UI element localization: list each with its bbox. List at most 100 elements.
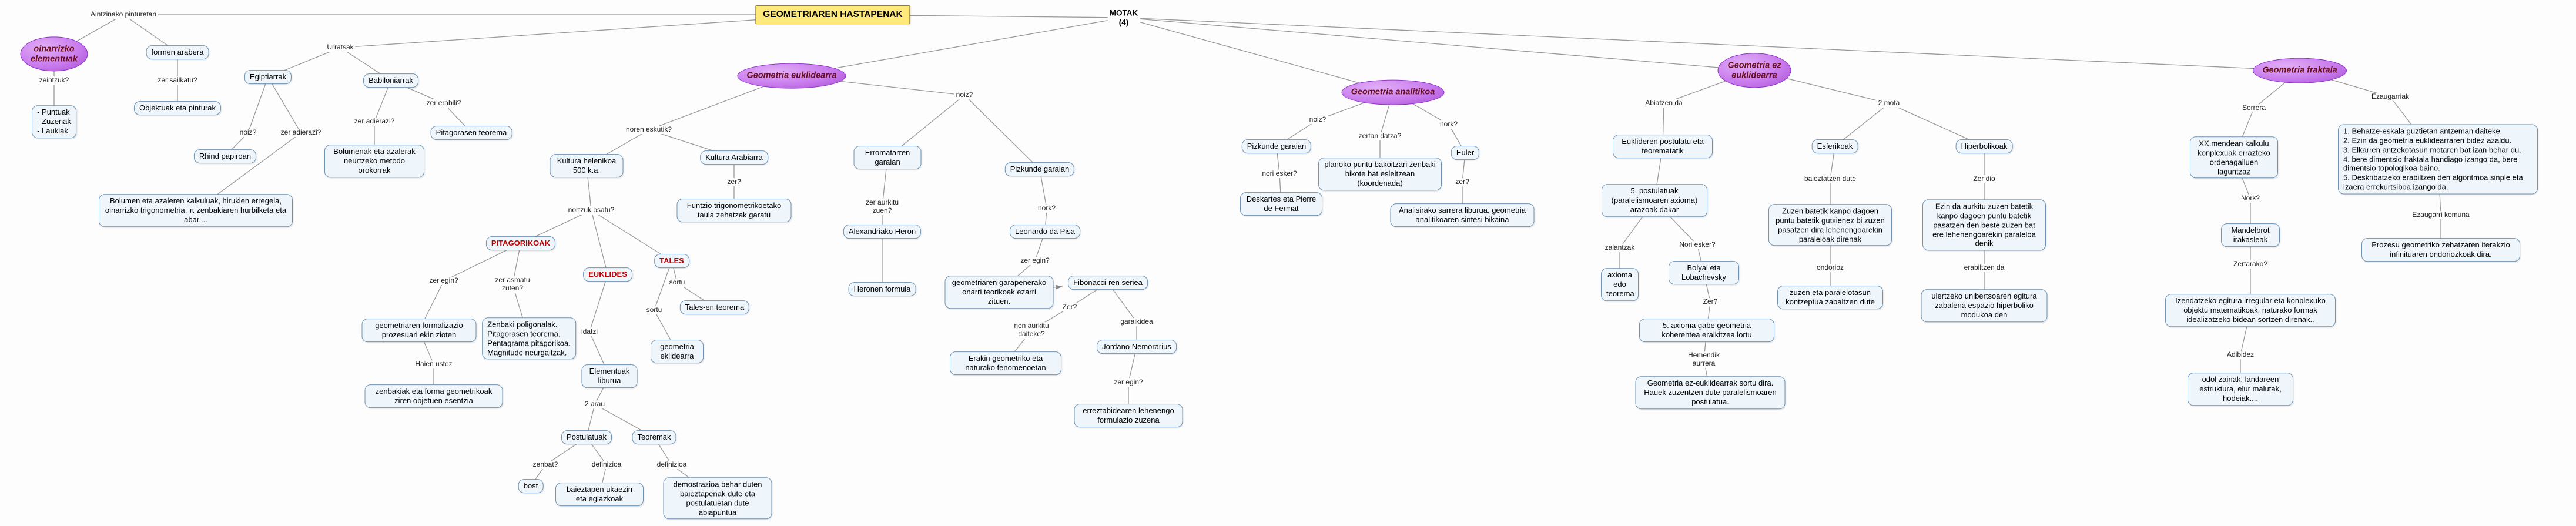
- concept-formalizazio-prozesua[interactable]: geometriaren formalizazio prozesuari eki…: [361, 319, 477, 342]
- concept-baieztapen-ukaezinak[interactable]: baieztapen ukaezin eta egiazkoak: [555, 483, 644, 506]
- concept-bolyai-lobachevsky[interactable]: Bolyai eta Lobachevsky: [1669, 261, 1739, 284]
- concept-bost[interactable]: bost: [518, 479, 544, 493]
- link-label-nori-esker-ez-euklidearra: Nori esker?: [1677, 240, 1717, 249]
- concept-leonardo-da-pisa[interactable]: Leonardo da Pisa: [1010, 225, 1080, 239]
- concept-formen-arabera[interactable]: formen arabera: [146, 45, 209, 59]
- link-label-hemendik-aurrera: Hemendik aurrera: [1683, 351, 1724, 368]
- concept-pizkunde-garaian-euklidearra[interactable]: Pizkunde garaian: [1004, 162, 1075, 176]
- concept-babiloniarrak[interactable]: Babiloniarrak: [363, 73, 418, 88]
- concept-geometria-eklidearra[interactable]: geometria eklidearra: [651, 340, 704, 363]
- concept-analisirako-sarrera-liburua[interactable]: Analisirako sarrera liburua. geometria a…: [1390, 203, 1535, 227]
- concept-puntuak-zuzenak-laukiak[interactable]: - Puntuak - Zuzenak - Laukiak: [32, 105, 76, 138]
- concept-fibonacci-seriea[interactable]: Fibonacci-ren seriea: [1068, 276, 1148, 290]
- concept-odol-zainak-adibideak[interactable]: odol zainak, landareen estruktura, elur …: [2188, 373, 2293, 406]
- concept-funtzio-trigonometrikoak[interactable]: Funtzio trigonometrikoetako taula zehatz…: [676, 199, 792, 222]
- link-label-adibidez: Adibidez: [2225, 350, 2256, 359]
- link-label-ezaugarri-komuna: Ezaugarri komuna: [2410, 210, 2471, 219]
- concept-esferikoak[interactable]: Esferikoak: [1811, 139, 1858, 153]
- link-label-zertan-datza: zertan datza?: [1356, 132, 1403, 140]
- edge-mot-gf: [1123, 17, 2300, 71]
- link-label-garaikidea: garaikidea: [1118, 317, 1155, 326]
- edge-t-u1: [340, 14, 833, 48]
- concept-postulatuak[interactable]: Postulatuak: [561, 430, 612, 444]
- concept-objektuak-eta-pinturak[interactable]: Objektuak eta pinturak: [133, 101, 222, 115]
- concept-heronen-formula[interactable]: Heronen formula: [848, 282, 916, 296]
- link-label-zer-sailkatu: zer sailkatu?: [156, 76, 199, 85]
- concept-geometria-euklidearra[interactable]: Geometria euklidearra: [737, 63, 846, 89]
- concept-5-postulatuak-arazoak[interactable]: 5. postulatuak (paralelismoaren axioma) …: [1602, 184, 1707, 217]
- concept-deskartes-fermat[interactable]: Deskartes eta Pierre de Fermat: [1240, 192, 1322, 216]
- concept-bolumen-azaleren-kalkuluak[interactable]: Bolumen eta azaleren kalkuluak, hirukien…: [99, 194, 293, 227]
- link-label-motak: MOTAK (4): [1107, 8, 1140, 27]
- concept-euklides[interactable]: EUKLIDES: [583, 267, 632, 282]
- concept-rhind-papiroan[interactable]: Rhind papiroan: [193, 149, 257, 163]
- link-label-zer-egin-leonardo: zer egin?: [1019, 256, 1051, 265]
- concept-zuzen-batetik-bi-zuzen[interactable]: Zuzen batetik kanpo dagoen puntu batetik…: [1768, 204, 1892, 246]
- link-label-nork-analitikoa: nork?: [1438, 120, 1460, 129]
- edge-l38-b49: [1888, 103, 1985, 147]
- concept-planoko-puntu-koordenada[interactable]: planoko puntu bakoitzari zenbaki bikote …: [1318, 158, 1442, 190]
- concept-hiperbolikoak[interactable]: Hiperbolikoak: [1955, 139, 2013, 153]
- concept-garapenerako-onarriak[interactable]: geometriaren garapenerako onarri teoriko…: [944, 276, 1054, 309]
- concept-zuzen-paralelotasun-kontzeptua[interactable]: zuzen eta paralelotasun kontzeptua zabal…: [1777, 286, 1883, 309]
- concept-geometria-ez-euklidearra[interactable]: Geometria ez euklidearra: [1717, 53, 1791, 88]
- link-label-sortu-teorema: sortu: [667, 278, 687, 287]
- concept-zenbaki-poligonalak[interactable]: Zenbaki poligonalak. Pitagorasen teorema…: [482, 317, 576, 360]
- concept-erreztabidearen-formulazioa[interactable]: erreztabidearen lehenengo formulazio zuz…: [1074, 404, 1183, 427]
- link-label-zer-adierazi-egiptiarrak: zer adierazi?: [279, 128, 323, 137]
- link-label-nortzuk-osatu: nortzuk osatu?: [566, 206, 617, 215]
- concept-egiptiarrak[interactable]: Egiptiarrak: [244, 70, 292, 84]
- edge-b15-l15: [654, 260, 672, 311]
- concept-5-axioma-gabe[interactable]: 5. axioma gabe geometria koherentea erai…: [1639, 319, 1774, 342]
- root-concept-title[interactable]: GEOMETRIAREN HASTAPENAK: [755, 5, 910, 24]
- concept-kultura-helenikoa[interactable]: Kultura helenikoa 500 k.a.: [550, 154, 624, 177]
- link-label-idatzi: idatzi: [579, 327, 600, 336]
- concept-oinarrizko-elementuak[interactable]: oinarrizko elementuak: [20, 36, 88, 72]
- link-label-abiatzen-da: Abiatzen da: [1643, 99, 1684, 108]
- link-label-urratsak: Urratsak: [325, 43, 356, 52]
- concept-geometria-fraktala[interactable]: Geometria fraktala: [2253, 58, 2347, 83]
- concept-elementuak-liburua[interactable]: Elementuak liburua: [581, 364, 638, 388]
- link-label-definizioa-teoremak: definizioa: [655, 460, 689, 469]
- concept-euler[interactable]: Euler: [1451, 146, 1480, 160]
- concept-xx-mendean-ordenagailuak[interactable]: XX.mendean kalkulu konplexuak errazteko …: [2190, 136, 2278, 179]
- link-label-sortu-geometria: sortu: [644, 306, 664, 314]
- concept-pizkunde-garaian-analitikoa[interactable]: Pizkunde garaian: [1241, 139, 1312, 153]
- concept-teoremak[interactable]: Teoremak: [632, 430, 676, 444]
- concept-prozesu-geometrikoaren-iterazioa[interactable]: Prozesu geometriko zehatzaren iterakzio …: [2361, 238, 2520, 262]
- concept-ezin-da-aurkitu-zuzenik[interactable]: Ezin da aurkitu zuzen batetik kanpo dago…: [1922, 199, 2046, 251]
- link-label-noiz-euklidearra: noiz?: [954, 91, 975, 99]
- link-label-erabiltzen-da: erabiltzen da: [1962, 263, 2006, 272]
- concept-axioma-edo-teorema[interactable]: axioma edo teorema: [1601, 268, 1639, 301]
- link-label-ezaugarriak: Ezaugarriak: [2369, 92, 2411, 101]
- concept-jordano-nemorarius[interactable]: Jordano Nemorarius: [1097, 340, 1177, 354]
- concept-bolumenak-azalerak-metodo[interactable]: Bolumenak eta azalerak neurtzeko metodo …: [324, 145, 424, 177]
- concept-geometria-ez-euklidearrak-sortu[interactable]: Geometria ez-euklidearrak sortu dira. Ha…: [1635, 376, 1786, 409]
- concept-tales[interactable]: TALES: [654, 254, 689, 268]
- concept-zenbakiak-forma-esentzia[interactable]: zenbakiak eta forma geometrikoak ziren o…: [364, 384, 503, 408]
- link-label-2-arau: 2 arau: [582, 400, 607, 408]
- link-label-zalantzak: zalantzak: [1603, 243, 1637, 252]
- concept-pitagorikoak[interactable]: PITAGORIKOAK: [485, 236, 556, 250]
- concept-erakin-geometrikoak[interactable]: Erakin geometriko eta naturako fenomenoe…: [950, 351, 1061, 375]
- link-label-zer-egin-pitagorikoak: zer egin?: [427, 276, 460, 285]
- link-label-noren-eskutik: noren eskutik?: [624, 125, 674, 134]
- concept-tales-en-teorema[interactable]: Tales-en teorema: [679, 300, 750, 314]
- concept-unibertsoaren-egitura[interactable]: ulertzeko unibertsoaren egitura zabalena…: [1921, 289, 2048, 322]
- link-label-nori-esker-analitikoa: nori esker?: [1260, 169, 1299, 178]
- link-label-zer-fibonacci: Zer?: [1060, 303, 1079, 311]
- concept-pitagorasen-teorema[interactable]: Pitagorasen teorema: [430, 126, 512, 140]
- link-label-ondorioz: ondorioz: [1814, 263, 1846, 272]
- concept-demostrazioa-behar[interactable]: demostrazioa behar duten baieztapenak du…: [663, 477, 772, 520]
- concept-alexandriako-heron[interactable]: Alexandriako Heron: [843, 225, 922, 239]
- concept-erromatarren-garaian[interactable]: Erromatarren garaian: [853, 146, 922, 169]
- concept-mandelbrot-irakasleak[interactable]: Mandelbrot irakasleak: [2221, 223, 2280, 247]
- concept-kultura-arabiarra[interactable]: Kultura Arabiarra: [700, 150, 768, 165]
- edge-l9-b15: [591, 210, 672, 262]
- concept-izendatzeko-egitura-irregularrak[interactable]: Izendatzeko egitura irregular eta konple…: [2165, 294, 2336, 327]
- link-label-sorrera: Sorrera: [2240, 103, 2268, 112]
- concept-fraktalen-ezaugarri-zerrenda[interactable]: 1. Behatze-eskala guztietan antzeman dai…: [2338, 124, 2538, 195]
- concept-geometria-analitikoa[interactable]: Geometria analitikoa: [1341, 79, 1445, 105]
- concept-euklideren-postulatuak[interactable]: Euklideren postulatu eta teorematatik: [1613, 135, 1713, 158]
